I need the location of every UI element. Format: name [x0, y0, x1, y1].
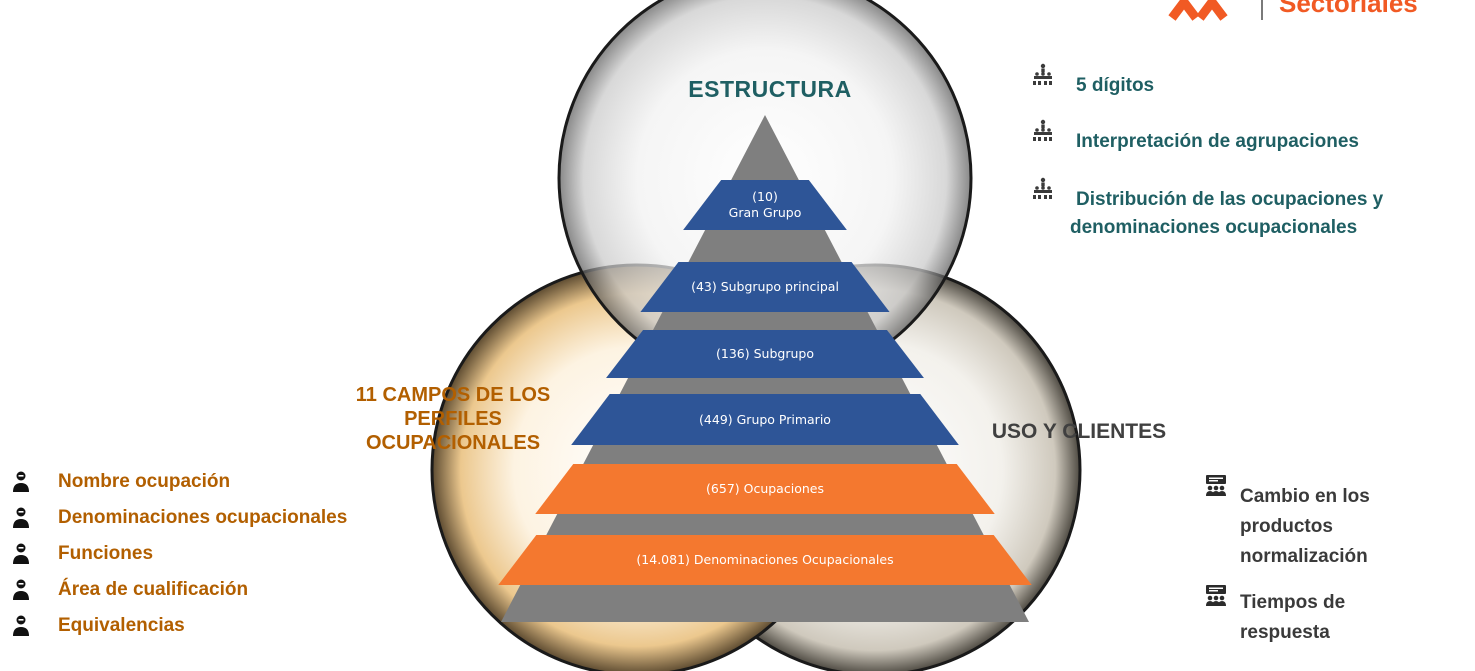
- campos-field: Área de cualificación: [8, 575, 428, 605]
- uso-item-line: normalización: [1240, 546, 1368, 567]
- person-icon: [13, 615, 29, 636]
- pyramid-tier-label-line: Gran Grupo: [728, 205, 802, 220]
- estructura-item-text: Distribución de las ocupaciones y: [1076, 189, 1384, 210]
- pyramid-tier-label-line: (10): [752, 189, 778, 204]
- estructura-title: ESTRUCTURA: [688, 76, 852, 102]
- people-group-icon: [1033, 63, 1052, 85]
- person-icon: [13, 543, 29, 564]
- pyramid-tier-label-line: (136) Subgrupo: [716, 346, 814, 361]
- uso-item-line: respuesta: [1240, 622, 1330, 643]
- pyramid-tier: [535, 464, 995, 514]
- campos-title-line: PERFILES: [404, 408, 502, 430]
- pyramid-tier-label: (14.081) Denominaciones Ocupacionales: [565, 552, 965, 568]
- pyramid-tier: [606, 330, 924, 378]
- pyramid-tier-label-line: (657) Ocupaciones: [706, 481, 824, 496]
- campos-field: Denominaciones ocupacionales: [8, 503, 428, 533]
- pyramid-tier-label-line: (43) Subgrupo principal: [691, 279, 839, 294]
- uso-title: USO Y CLIENTES: [991, 420, 1167, 443]
- campos-title-line: OCUPACIONALES: [365, 432, 541, 454]
- pyramid-tier-label: (657) Ocupaciones: [565, 481, 965, 497]
- campos-field-text: Nombre ocupación: [58, 471, 231, 492]
- campos-field-text: Equivalencias: [58, 615, 185, 636]
- pyramid-tier: [571, 394, 959, 445]
- campos-field: Funciones: [8, 539, 428, 569]
- pyramid-tier: [498, 535, 1032, 585]
- campos-field-text: Área de cualificación: [58, 579, 249, 600]
- campos-title-line: 11 CAMPOS DE LOS: [355, 384, 551, 406]
- pyramid-tier-label: (136) Subgrupo: [565, 346, 965, 362]
- estructura-item-text: 5 dígitos: [1076, 75, 1155, 96]
- person-icon: [13, 507, 29, 528]
- pyramid-tier-label: (43) Subgrupo principal: [565, 279, 965, 295]
- uso-item-line: Cambio en los: [1240, 486, 1370, 507]
- campos-field-text: Denominaciones ocupacionales: [58, 507, 348, 528]
- logo-text: Sectoriales: [1279, 0, 1418, 18]
- estructura-item-text: denominaciones ocupacionales: [1070, 217, 1358, 238]
- campos-field: Equivalencias: [8, 611, 428, 641]
- campos-field-text: Funciones: [58, 543, 154, 564]
- people-group-icon: [1033, 177, 1052, 199]
- logo-mark: [1168, 0, 1228, 21]
- campos-field: Nombre ocupación: [8, 467, 428, 497]
- uso-item-line: productos: [1240, 516, 1333, 537]
- pyramid-tier: [640, 262, 890, 312]
- pyramid-tier-label-line: (449) Grupo Primario: [699, 411, 831, 427]
- presentation-icon: [1206, 475, 1226, 496]
- person-icon: [13, 579, 29, 600]
- uso-item-line: Tiempos de: [1240, 592, 1346, 613]
- presentation-icon: [1206, 585, 1226, 606]
- pyramid: [498, 115, 1032, 622]
- pyramid-tier: [683, 180, 847, 230]
- person-icon: [13, 471, 29, 492]
- pyramid-tier-label-line: (14.081) Denominaciones Ocupacionales: [636, 552, 894, 567]
- people-group-icon: [1033, 119, 1052, 141]
- campos-list: Nombre ocupación Denominaciones ocupacio…: [8, 467, 428, 641]
- campos-title: 11 CAMPOS DE LOS PERFILES OCUPACIONALES: [318, 383, 588, 455]
- estructura-item-text: Interpretación de agrupaciones: [1076, 131, 1359, 152]
- pyramid-tier-label: (449) Grupo Primario: [565, 412, 965, 428]
- pyramid-tier-label: (10)Gran Grupo: [565, 189, 965, 221]
